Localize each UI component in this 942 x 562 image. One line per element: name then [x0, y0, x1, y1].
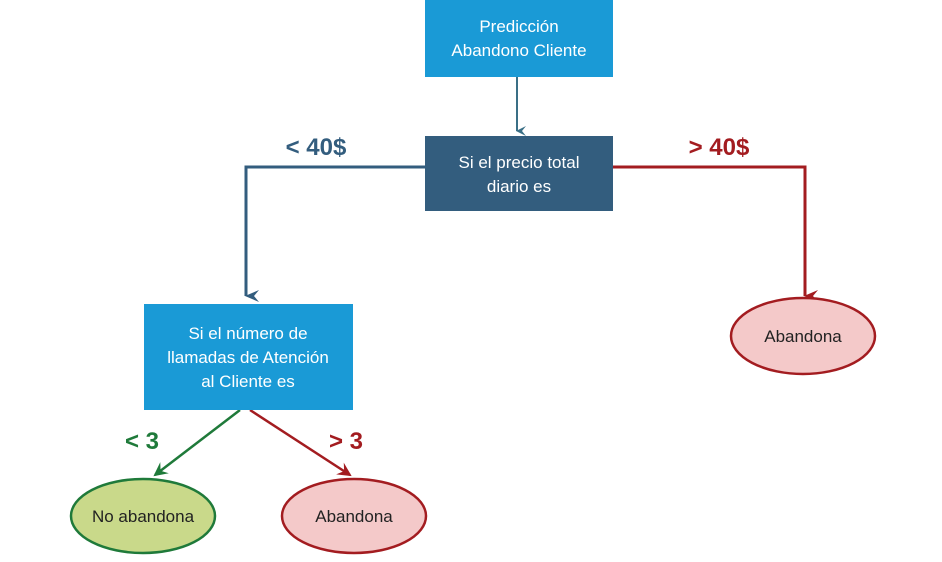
- svg-text:Si el precio total: Si el precio total: [459, 153, 580, 172]
- edge-label-calls-low: < 3: [125, 428, 159, 455]
- leaf-calls-high-label: Abandona: [315, 507, 393, 526]
- calls-low-arrow: [153, 409, 241, 477]
- root-line-1: Predicción: [479, 17, 558, 36]
- calls-decision-node: Si el número de llamadas de Atención al …: [144, 304, 353, 410]
- calls-line-1: Si el número de: [188, 324, 307, 343]
- edge-label-price-high: > 40$: [689, 134, 750, 161]
- edge-label-calls-high: > 3: [329, 428, 363, 455]
- leaf-calls-low-label: No abandona: [92, 507, 195, 526]
- edge-label-price-low: < 40$: [286, 134, 347, 161]
- root-node: Predicción Abandono Cliente: [425, 0, 613, 77]
- svg-text:al Cliente es: al Cliente es: [201, 372, 295, 391]
- leaf-price-high: Abandona: [729, 296, 877, 376]
- svg-text:diario es: diario es: [487, 177, 551, 196]
- svg-text:Abandono Cliente: Abandono Cliente: [451, 41, 586, 60]
- svg-text:llamadas de Atención: llamadas de Atención: [167, 348, 329, 367]
- leaf-price-high-label: Abandona: [764, 327, 842, 346]
- calls-line-3: al Cliente es: [201, 372, 295, 391]
- leaf-calls-high: Abandona: [280, 477, 428, 555]
- leaf-calls-low: No abandona: [69, 477, 217, 555]
- calls-line-2: llamadas de Atención: [167, 348, 329, 367]
- price-decision-node: Si el precio total diario es: [425, 136, 613, 211]
- price-low-arrow: [244, 165, 425, 302]
- svg-text:Si el número de: Si el número de: [188, 324, 307, 343]
- calls-high-arrow: [249, 408, 352, 477]
- price-high-arrow: [613, 165, 818, 302]
- price-line-2: diario es: [487, 177, 551, 196]
- price-line-1: Si el precio total: [459, 153, 580, 172]
- svg-text:Predicción: Predicción: [479, 17, 558, 36]
- root-line-2: Abandono Cliente: [451, 41, 586, 60]
